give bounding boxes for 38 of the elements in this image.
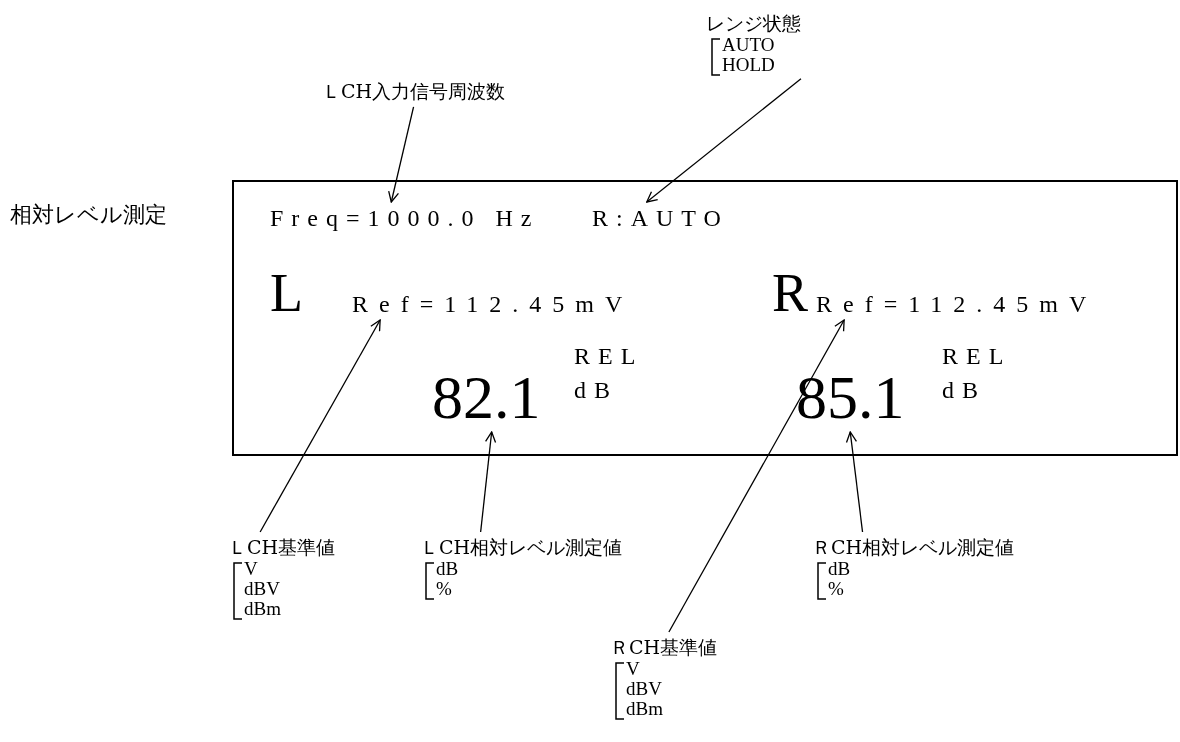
unit-text: dB — [942, 378, 987, 402]
option-text: dBm — [626, 698, 664, 719]
callout-label: ＬCH相対レベル測定値 — [420, 536, 623, 559]
callout-label: ＬCH基準値 — [228, 536, 336, 559]
option-text: V — [626, 658, 641, 679]
option-text: dB — [828, 558, 852, 579]
option-text: % — [436, 578, 453, 599]
option-text: % — [828, 578, 845, 599]
leader-arrow — [388, 106, 415, 203]
leader-arrow — [845, 431, 864, 533]
option-text: AUTO — [722, 34, 776, 55]
display-value: L — [270, 266, 303, 320]
display-value: R — [772, 266, 809, 320]
option-text: dBm — [244, 598, 282, 619]
option-text: dB — [436, 558, 460, 579]
option-text: V — [244, 558, 259, 579]
display-text: Ref=112.45mV — [352, 292, 634, 316]
callout-label: ＲCH相対レベル測定値 — [812, 536, 1015, 559]
display-text: R:AUTO — [592, 206, 729, 230]
leader-arrow — [259, 319, 381, 533]
option-text: dBV — [626, 678, 663, 699]
display-text: Ref=112.45mV — [816, 292, 1098, 316]
callout-label: ＲCH基準値 — [610, 636, 718, 659]
leader-arrow — [646, 78, 802, 203]
panel-title: 相対レベル測定 — [10, 202, 167, 229]
unit-text: dB — [574, 378, 619, 402]
option-text: HOLD — [722, 54, 776, 75]
leader-arrow — [480, 431, 497, 533]
display-value: 85.1 — [796, 366, 905, 428]
callout-label: レンジ状態 — [706, 12, 801, 35]
display-value: 82.1 — [432, 366, 541, 428]
leader-arrow — [668, 319, 845, 633]
unit-text: REL — [574, 344, 644, 368]
option-text: dBV — [244, 578, 281, 599]
display-panel — [232, 180, 1178, 456]
unit-text: REL — [942, 344, 1012, 368]
display-text: Freq=1000.0 Hz — [270, 206, 540, 230]
callout-label: ＬCH入力信号周波数 — [322, 80, 506, 103]
